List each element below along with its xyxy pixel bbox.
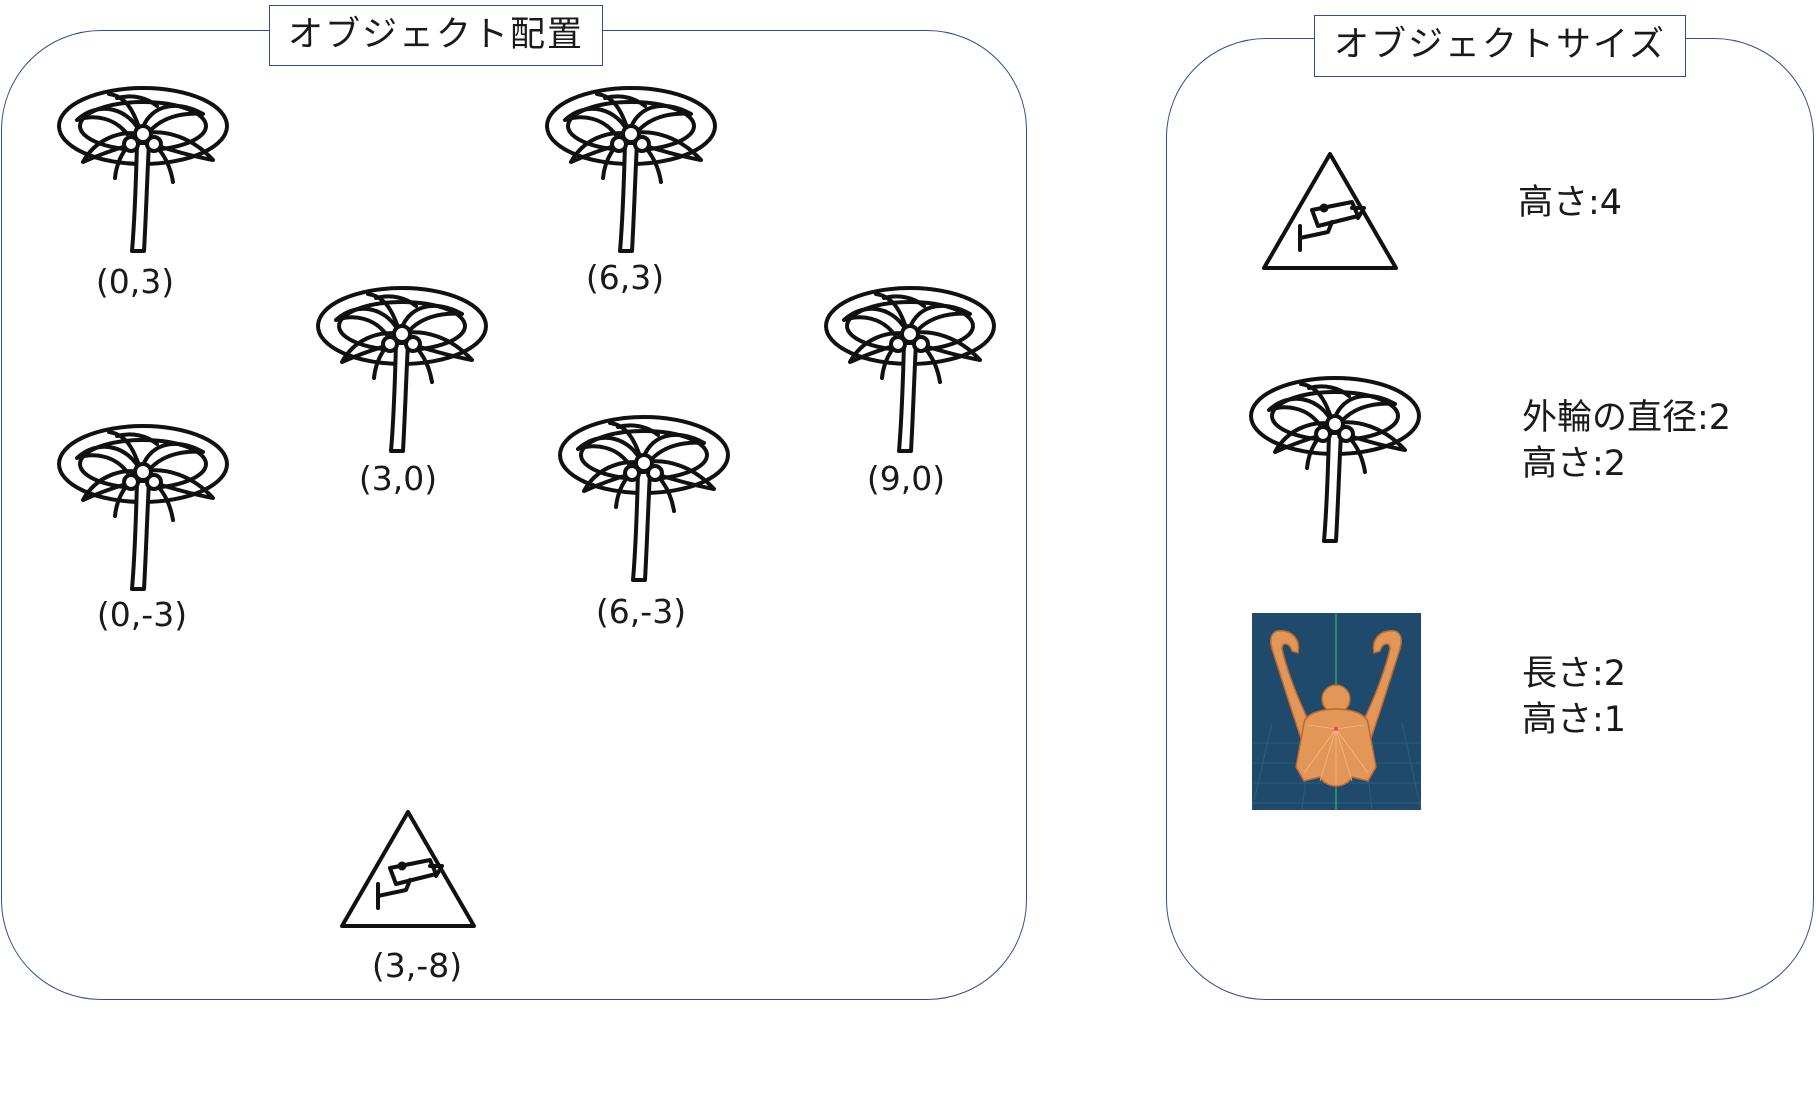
tree-height-text: 高さ:2 (1522, 444, 1627, 484)
palm-tree-icon (1249, 376, 1429, 546)
palm-tree-icon (57, 424, 237, 594)
tree-diameter-text: 外輪の直径:2 (1522, 398, 1732, 438)
camera-size-description: 高さ:4 (1518, 180, 1622, 226)
palm-tree-icon (545, 86, 725, 256)
model-size-description: 長さ:2 高さ:1 (1522, 651, 1626, 743)
tree-size-description: 外輪の直径:2 高さ:2 (1522, 395, 1731, 487)
palm-tree-icon (824, 286, 1004, 456)
robot-model-render (1252, 613, 1421, 810)
tree-coordinate-label: (0,-3) (96, 595, 188, 634)
palm-tree-icon (316, 286, 496, 456)
tree-coordinate-label: (6,3) (585, 258, 665, 297)
tree-coordinate-label: (0,3) (95, 262, 175, 301)
object-layout-title: オブジェクト配置 (269, 5, 603, 66)
model-height-text: 高さ:1 (1522, 700, 1627, 740)
palm-tree-icon (57, 86, 237, 256)
tree-coordinate-label: (9,0) (866, 459, 946, 498)
camera-coordinate-label: (3,-8) (371, 946, 463, 985)
camera-warning-icon (338, 808, 478, 930)
palm-tree-icon (558, 415, 738, 585)
tree-coordinate-label: (3,0) (358, 459, 438, 498)
object-size-panel (1166, 38, 1814, 1000)
camera-warning-icon (1260, 150, 1400, 272)
camera-height-text: 高さ:4 (1518, 183, 1623, 223)
model-length-text: 長さ:2 (1522, 654, 1627, 694)
object-size-title: オブジェクトサイズ (1314, 15, 1686, 77)
tree-coordinate-label: (6,-3) (595, 592, 687, 631)
